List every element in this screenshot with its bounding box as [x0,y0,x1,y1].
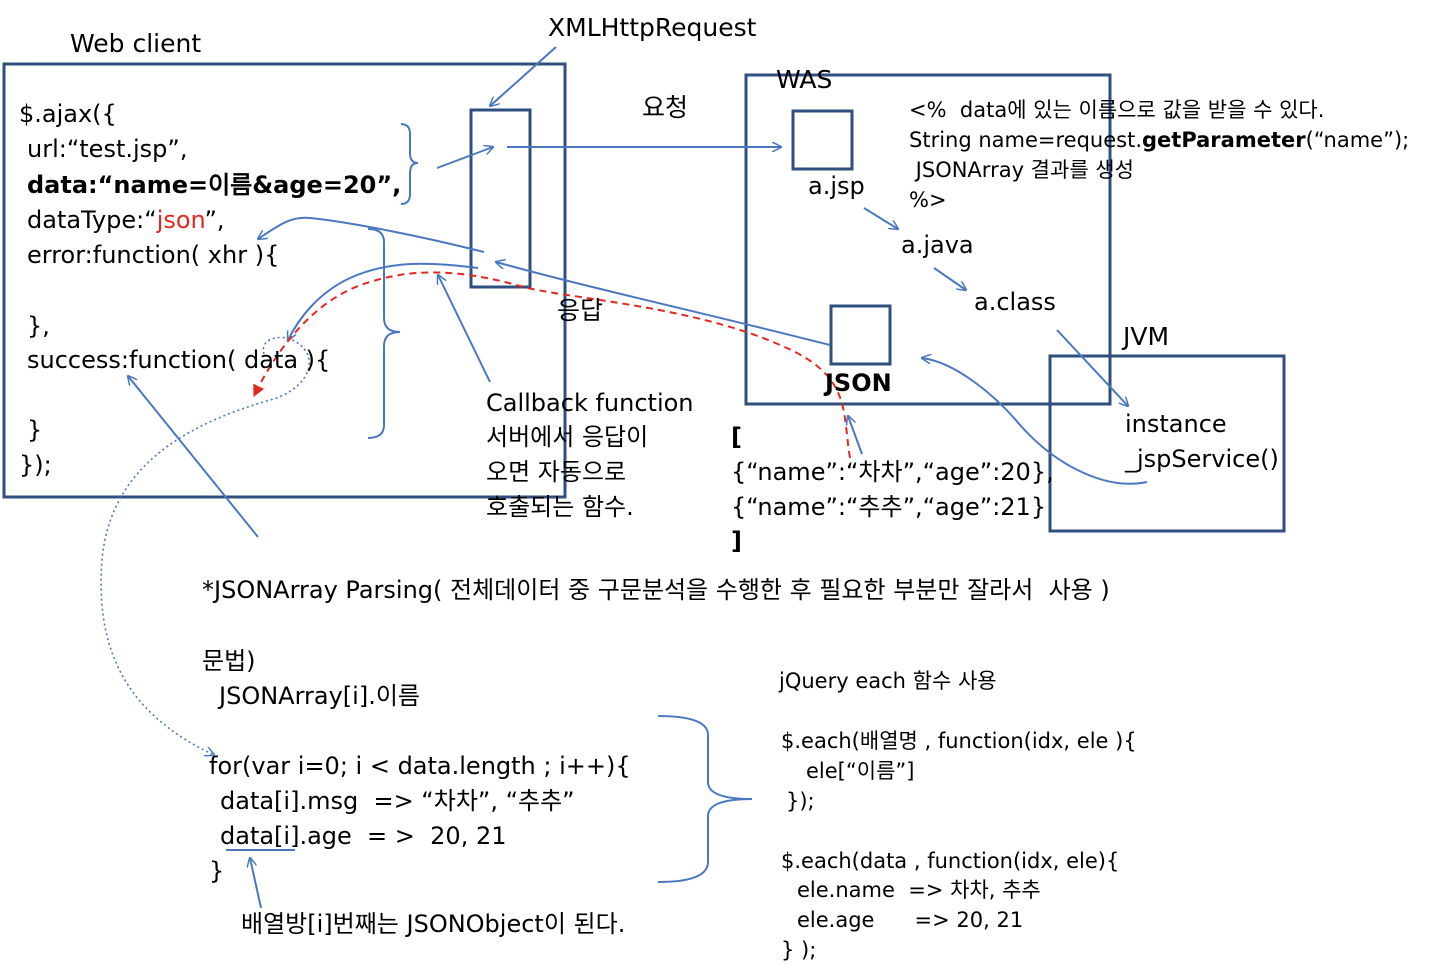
code-line-error-close: }, [27,312,50,340]
code-line-error: error:function( xhr ){ [27,241,280,269]
for-line3: data[i].age = > 20, 21 [220,822,507,850]
callback-pointer-arrow [438,275,491,383]
datatype-suffix: ”, [204,206,225,234]
was-note-line2-prefix: String name=request. [909,128,1142,152]
web-client-box [2,62,567,499]
for-line2: data[i].msg => “차차”, “추추” [220,787,575,815]
array-index-note: 배열방[i]번째는 JSONObject이 된다. [241,910,626,938]
for-line4: } [209,857,225,885]
array-index-pointer-arrow [250,858,262,909]
callback-line3: 오면 자동으로 [486,458,627,486]
response-label: 응답 [557,296,604,325]
was-note-line1: <% data에 있는 이름으로 값을 받을 수 있다. [909,98,1325,122]
code-line-success-close: } [27,416,43,444]
brace-data [400,123,419,205]
grammar-label: 문법) [202,647,256,675]
parsing-pointer-arrow [128,376,259,538]
brace-for [657,715,753,883]
jvm-to-json-arrow [922,358,1148,485]
web-client-title: Web client [70,29,202,58]
java-label: a.java [901,231,974,259]
grammar-syntax: JSONArray[i].이름 [219,682,420,710]
parsing-title: *JSONArray Parsing( 전체데이터 중 구문분석을 수행한 후 … [202,576,1110,604]
was-note-line2: String name=request.getParameter(“name”)… [909,128,1409,153]
class-label: a.class [974,288,1056,316]
code-line-success: success:function( data ){ [27,346,331,374]
was-title: WAS [776,65,833,94]
json-sample-row1: {“name”:“차차”,“age”:20}, [731,458,1054,486]
json-label: JSON [825,369,892,397]
json-box [829,304,892,366]
jquery-each-a3: }); [786,789,815,813]
xhr-to-success-arrow [288,262,479,340]
jvm-box [1048,354,1286,533]
code-line-data: data:“name=이름&age=20”, [27,171,402,199]
jvm-instance: instance [1125,410,1227,438]
data-to-xhr-arrow [436,147,493,169]
was-note-line3: JSONArray 결과를 생성 [909,158,1134,182]
data-param-dotted-arrow [100,336,311,755]
json-sample-close: ] [731,527,742,555]
callback-line4: 호출되는 함수. [486,493,634,521]
jsp-to-java-arrow [863,207,898,229]
jsp-box [791,109,854,171]
java-to-class-arrow [933,267,966,290]
xhr-pointer-arrow [490,46,557,106]
jquery-each-a1: $.each(배열명 , function(idx, ele ){ [781,729,1137,753]
jquery-each-title: jQuery each 함수 사용 [779,669,997,693]
class-to-instance-arrow [1056,329,1128,406]
callback-line2: 서버에서 응답이 [486,423,649,451]
request-label: 요청 [642,93,689,122]
jvm-title: JVM [1123,322,1170,351]
was-note-line4: %> [909,188,947,212]
code-line-url: url:“test.jsp”, [27,135,188,163]
json-sample-pointer-arrow [848,416,863,455]
xhr-to-error-arrow [258,216,485,253]
datatype-prefix: dataType:“ [27,206,157,234]
jquery-each-b2: ele.name => 차차, 추추 [797,878,1041,902]
code-line-ajax: $.ajax({ [19,100,117,128]
datatype-json: json [156,206,205,234]
jquery-each-b1: $.each(data , function(idx, ele){ [781,849,1120,873]
was-note-line2-suffix: (“name”); [1305,128,1410,152]
for-line1: for(var i=0; i < data.length ; i++){ [209,752,631,780]
response-arrow [496,262,831,346]
jsp-label: a.jsp [808,172,865,200]
jquery-each-a2: ele[“이름”] [806,759,915,783]
jvm-jspservice: _jspService() [1125,445,1279,473]
jquery-each-b3: ele.age => 20, 21 [797,908,1024,932]
jquery-each-b4: } ); [781,938,817,962]
code-line-end: }); [19,451,52,479]
code-line-datatype: dataType:“json”, [27,206,225,235]
json-sample-row2: {“name”:“추추”,“age”:21} [731,493,1047,521]
callback-line1: Callback function [486,389,694,417]
xhr-box [469,108,532,289]
json-sample-open: [ [731,423,742,451]
brace-callbacks [367,228,401,439]
xhr-label: XMLHttpRequest [548,13,757,42]
json-flow-dashed-arrow [253,271,851,459]
was-note-getparameter: getParameter [1142,128,1306,152]
was-box [744,73,1112,406]
